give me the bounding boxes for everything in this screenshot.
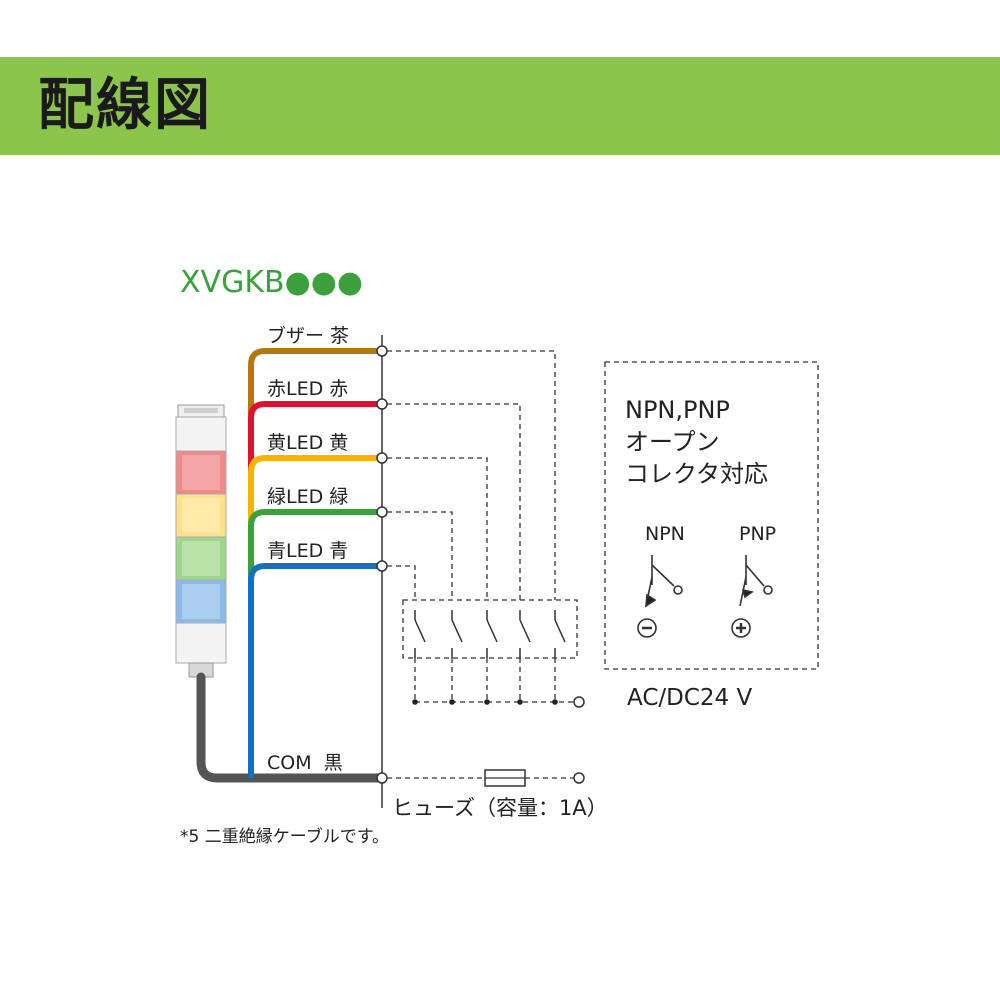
footnote: *5 二重絶縁ケーブルです。 — [180, 826, 389, 847]
switch-symbols — [414, 610, 566, 658]
header-banner: 配線図 — [0, 57, 1000, 155]
npn-label: NPN — [645, 523, 685, 545]
output-line-2: オープン — [625, 428, 720, 456]
bus-dots — [412, 699, 558, 705]
pnp-transistor-icon — [731, 555, 773, 638]
wire-label-com: COM 黒 — [267, 752, 343, 774]
output-line-1: NPN,PNP — [625, 396, 730, 424]
wire-red — [248, 401, 377, 778]
npn-transistor-icon — [637, 555, 683, 638]
wire-group — [248, 348, 377, 778]
dashed-connections — [387, 350, 819, 779]
model-name: XVGKB●●● — [180, 265, 363, 300]
wire-label-yellow: 黄LED 黄 — [267, 432, 348, 454]
pnp-label: PNP — [739, 523, 776, 545]
output-line-3: コレクタ対応 — [625, 460, 768, 488]
supply-label: AC/DC24 V — [627, 685, 752, 711]
wire-buzzer — [248, 348, 377, 778]
wire-yellow — [248, 455, 377, 778]
supply-terminal — [573, 696, 585, 708]
wire-label-red: 赤LED 赤 — [267, 378, 348, 400]
wire-label-buzzer: ブザー 茶 — [267, 324, 349, 347]
page-title: 配線図 — [38, 73, 212, 138]
fuse-label: ヒューズ（容量：1A） — [392, 796, 608, 820]
wire-green — [248, 509, 377, 778]
wire-label-green: 緑LED 緑 — [267, 486, 348, 508]
wire-label-blue: 青LED 青 — [267, 540, 348, 562]
wire-blue — [248, 563, 377, 778]
fuse-terminal — [573, 772, 585, 784]
terminals — [376, 345, 585, 784]
cable — [196, 672, 387, 783]
signal-tower — [175, 404, 227, 678]
